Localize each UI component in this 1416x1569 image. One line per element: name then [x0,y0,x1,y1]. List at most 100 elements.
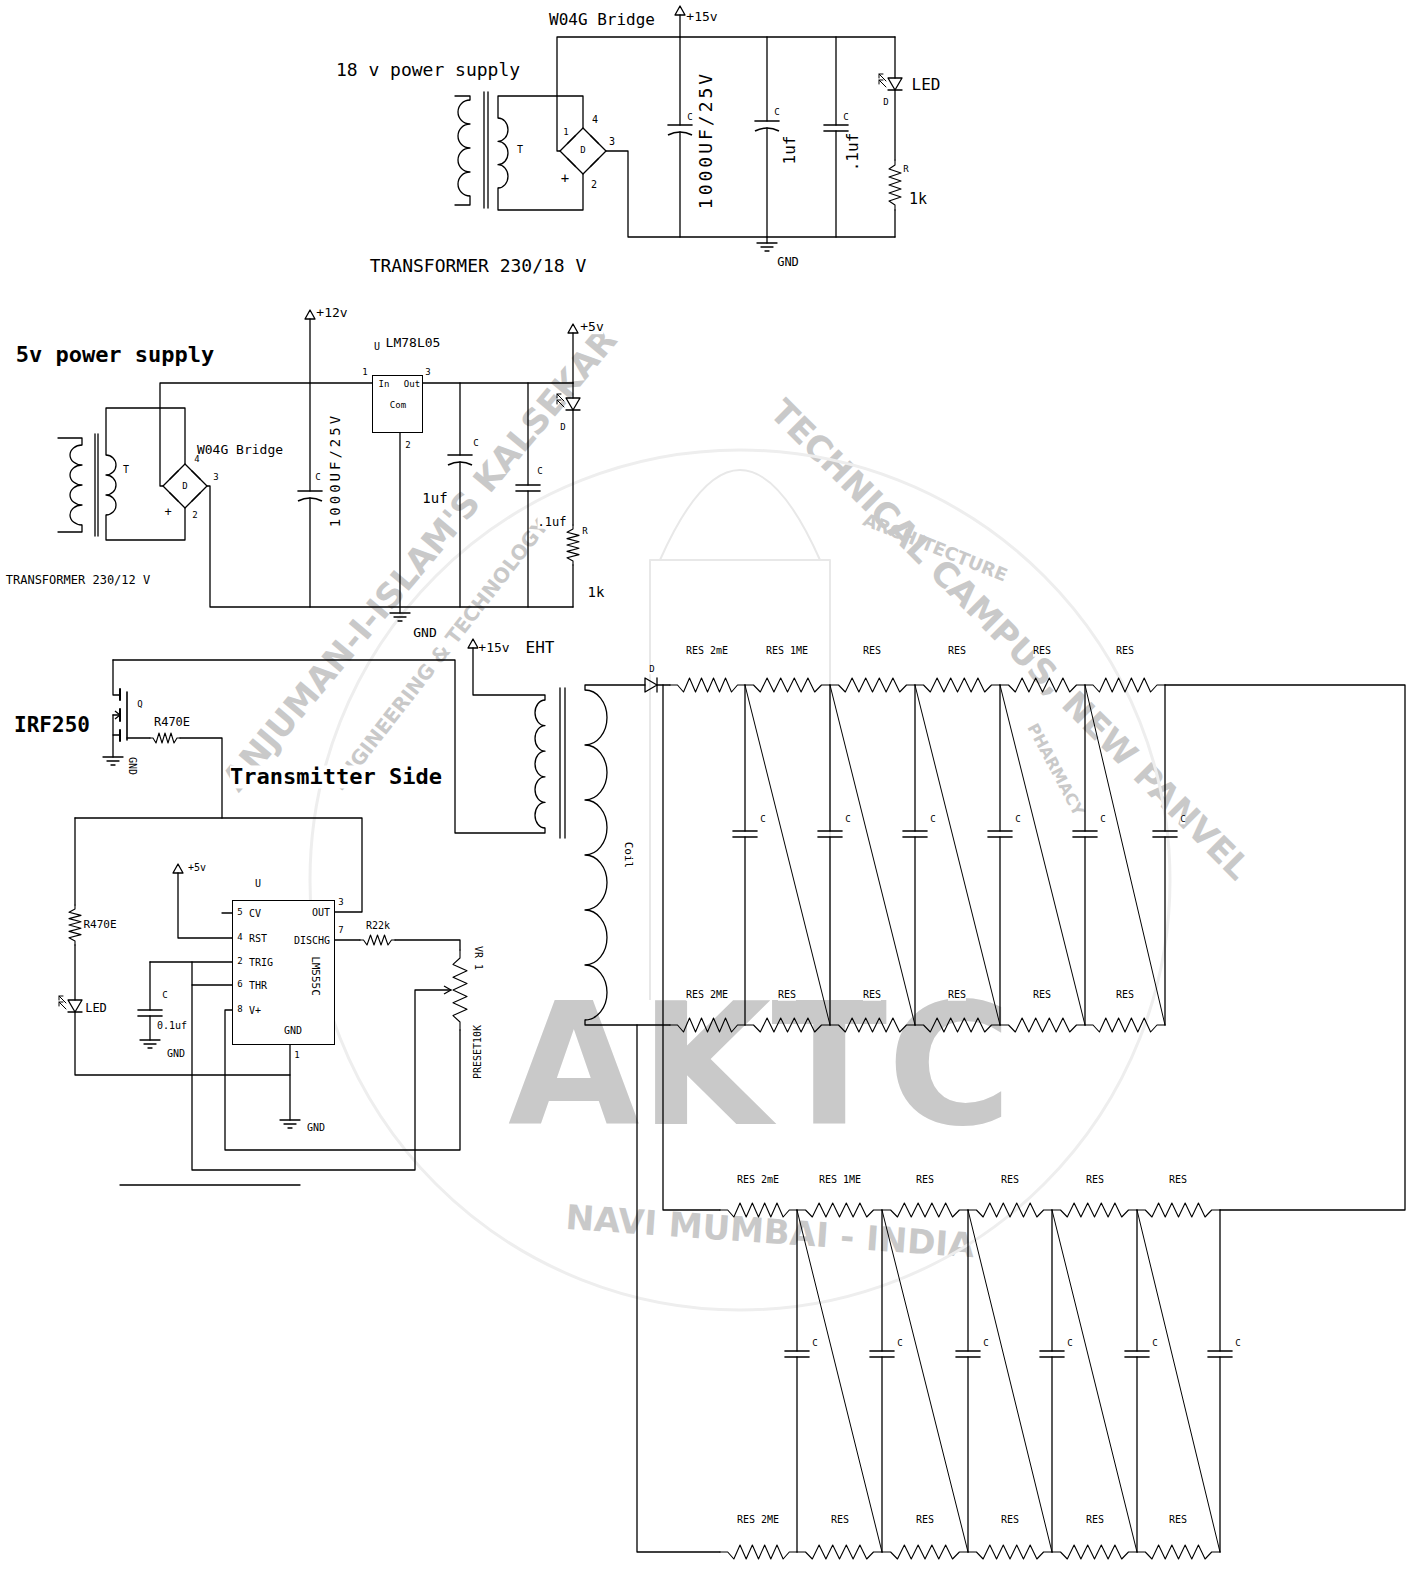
resistor-symbol [1137,1203,1220,1217]
watermark-text: TECHNICAL CAMPUS, NEW PANVEL [764,394,1257,887]
capacitor-plate [668,124,692,126]
component-label: + [164,506,171,519]
wire [309,498,310,607]
component-label: R470E [83,919,116,931]
resistor-symbol [797,1545,882,1559]
component-label: C [760,815,765,824]
wire [459,462,460,607]
component-label: R [903,165,908,174]
component-label: RES [1086,1515,1104,1526]
capacitor-plate [1073,830,1097,832]
component-label: LED [85,1002,107,1015]
component-label: C [1152,1339,1157,1348]
pin-name: Out [404,380,420,389]
wire [766,37,767,121]
watermark-text: AKTC [508,976,1012,1155]
ground-symbol [280,1119,300,1120]
supply-symbol [468,639,478,648]
wire [113,660,120,695]
wire [178,873,232,938]
ground-symbol [107,760,119,761]
component-label: D [182,482,187,491]
component-label: 1000UF/25V [697,71,716,209]
diagonal-link [1052,1210,1137,1552]
component-label: C [930,815,935,824]
capacitor-plate [1208,1350,1232,1352]
wire [74,818,75,905]
component-label: Q [137,700,142,709]
component-label: 1uf [782,136,799,165]
component-label: +15v [686,10,717,24]
wire [455,196,470,205]
pin-name: In [379,380,390,389]
pin-name: THR [249,981,267,992]
wire [796,1210,797,1351]
wire [1051,1357,1052,1552]
component-label: RES [1033,990,1051,1001]
resistor-symbol [915,678,1000,692]
wire [75,818,362,912]
pin-name: Com [390,401,406,410]
component-label: RES [1001,1515,1019,1526]
wire [835,131,836,237]
component-label: C [315,473,320,482]
wire [150,961,232,962]
resistor-symbol [968,1203,1052,1217]
wire [113,660,545,833]
wire [1051,1210,1052,1351]
wire [744,685,745,831]
resistor-symbol [670,1018,745,1032]
diode-symbol [566,398,580,410]
component-label: W04G Bridge [197,443,283,457]
component-label: 18 v power supply [336,61,520,80]
component-label: U [374,342,380,353]
led-arrow [557,400,561,404]
wire [106,408,185,464]
wire [679,37,680,125]
resistor-symbol [670,678,745,692]
component-label: C [843,113,848,122]
component-label: 4 [592,115,598,126]
component-label: GND [307,1123,325,1134]
resistor-symbol [1137,1545,1220,1559]
wire [180,738,222,818]
transformer-core [564,688,565,838]
resistor-symbol [1052,1545,1137,1559]
component-label: RES 1ME [819,1175,861,1186]
component-label: 0.1uf [157,1021,187,1032]
bridge-rectifier [163,464,207,508]
coil-winding [458,100,470,196]
component-label: RES [863,990,881,1001]
wire [829,685,830,831]
capacitor-plate [785,1350,809,1352]
component-label: 1k [909,192,927,208]
component-label: RES 2ME [686,990,728,1001]
coil-winding [70,445,82,525]
wire [1164,837,1165,1025]
wire [459,383,460,455]
component-label: Coil [622,842,634,869]
component-label: TRANSFORMER 230/12 V [6,574,151,587]
component-label: + [561,171,569,186]
transformer-core [483,92,484,208]
wire [395,940,460,950]
component-label: RES [1033,646,1051,657]
resistor-symbol [745,678,830,692]
wire [335,939,360,940]
component-label: 2 [237,957,242,966]
ground-symbol [148,1047,152,1048]
resistor-symbol [453,950,467,1030]
component-label: LED [912,77,941,94]
wire [309,319,310,491]
component-label: 5 [237,908,242,917]
wire [914,685,915,831]
wire [585,1020,670,1025]
wire [829,837,830,1025]
wire [999,837,1000,1025]
logo-tower [650,560,830,1000]
component-label: R22k [366,921,390,932]
diagonal-link [1137,1210,1220,1552]
wire [663,685,720,1210]
component-label: W04G Bridge [549,12,655,29]
